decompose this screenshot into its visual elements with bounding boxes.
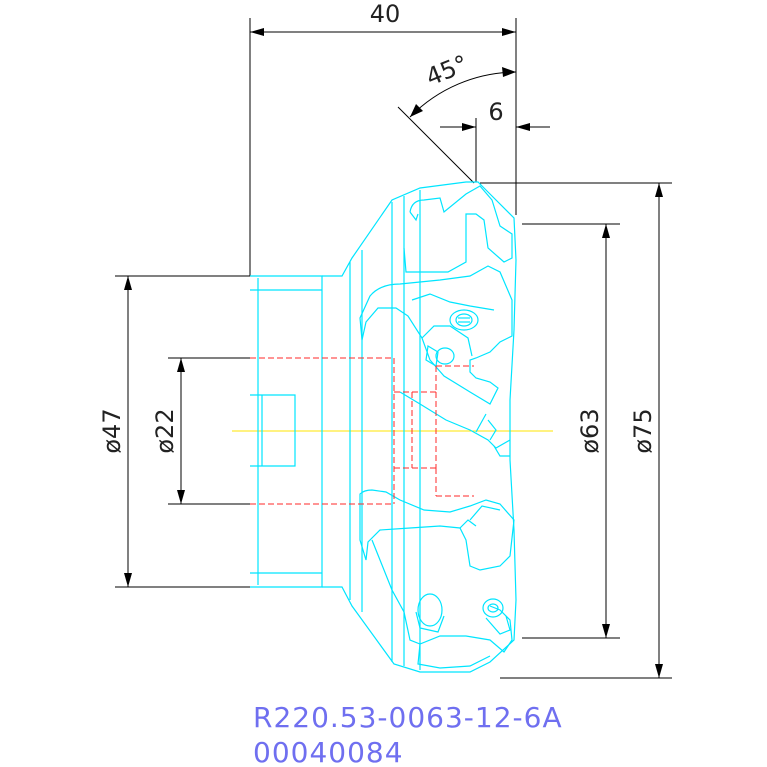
dim-63-label: ø63 bbox=[576, 408, 604, 453]
dim-6-label: 6 bbox=[488, 98, 503, 126]
clamp-screw-icon bbox=[449, 309, 479, 331]
milling-cutter-body bbox=[250, 181, 517, 673]
dim-dia-47: ø47 bbox=[98, 275, 250, 588]
hidden-bore-lines bbox=[250, 357, 474, 505]
item-code: 00040084 bbox=[253, 736, 404, 767]
part-number: R220.53-0063-12-6A bbox=[253, 701, 563, 734]
dim-dia-75: ø75 bbox=[480, 182, 672, 679]
dim-width-6: 6 bbox=[440, 98, 550, 182]
dim-45-label: 45° bbox=[422, 50, 472, 92]
dim-75-label: ø75 bbox=[629, 408, 657, 453]
dim-width-40: 40 bbox=[230, 0, 517, 277]
dim-dia-63: ø63 bbox=[522, 223, 620, 639]
dim-40-label: 40 bbox=[370, 0, 401, 28]
dim-22-label: ø22 bbox=[151, 408, 179, 453]
dim-47-label: ø47 bbox=[98, 408, 126, 453]
dim-dia-22: ø22 bbox=[151, 357, 250, 505]
